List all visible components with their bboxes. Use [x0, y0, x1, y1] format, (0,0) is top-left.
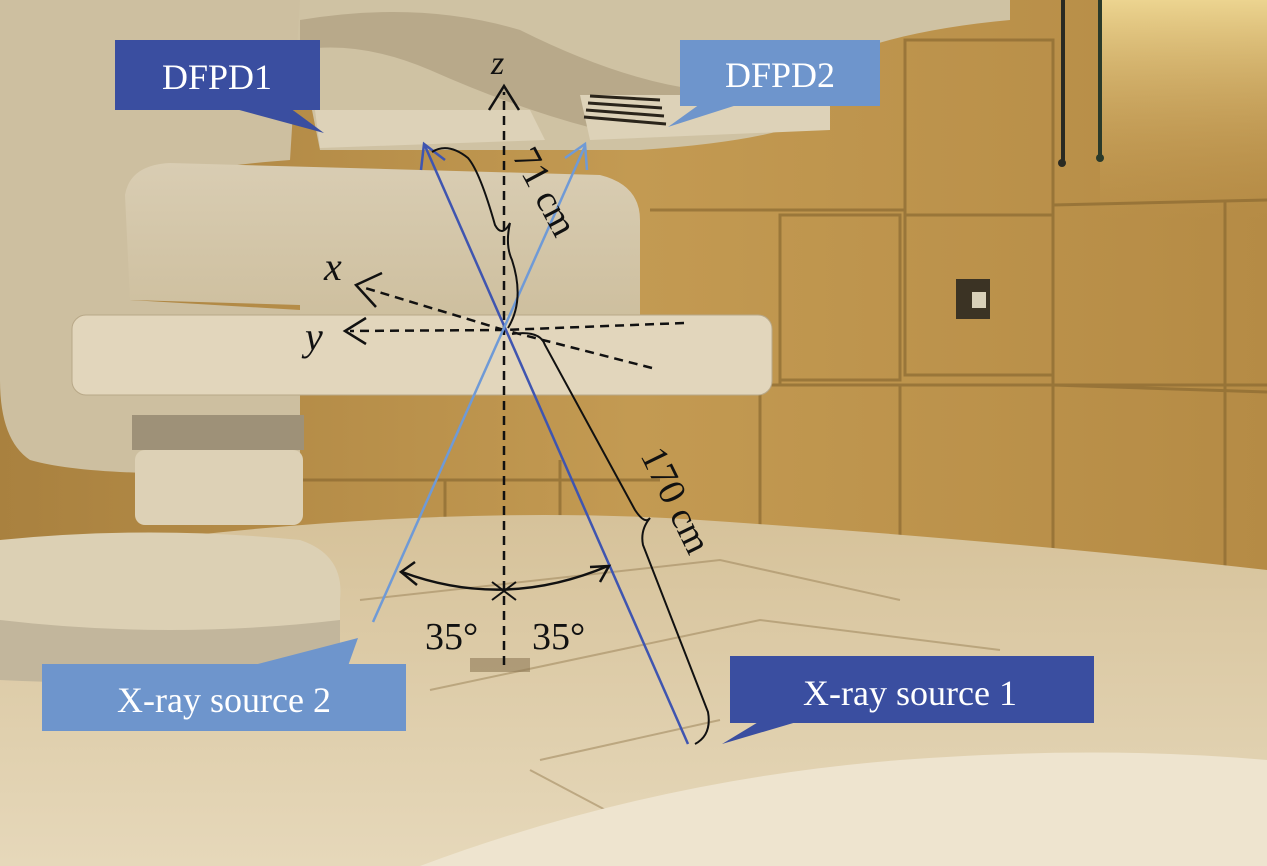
z-arrowhead-icon — [487, 83, 521, 111]
beam-1-arrowhead-icon — [419, 141, 446, 171]
dfpd1-panel — [315, 110, 545, 148]
callout-xray-source-1: X-ray source 1 — [722, 656, 1094, 744]
dfpd1-label: DFPD1 — [162, 57, 272, 97]
angle-arrow-left-icon — [398, 560, 418, 586]
beam-1-line — [423, 145, 690, 745]
xray-source-1-label: X-ray source 1 — [803, 673, 1017, 713]
beam-lines — [371, 141, 690, 745]
callout-dfpd2: DFPD2 — [668, 40, 880, 127]
dfpd2-label: DFPD2 — [725, 55, 835, 95]
angle-arrow-right-icon — [589, 564, 612, 583]
vent-grille — [583, 94, 667, 126]
angle-right-label: 35° — [532, 616, 585, 658]
beam-2-line — [371, 145, 587, 623]
callout-dfpd1: DFPD1 — [115, 40, 324, 133]
angle-vertex-mark — [491, 581, 517, 601]
y-axis-line — [349, 328, 505, 333]
x-axis-label: x — [323, 244, 342, 289]
x-axis-line — [361, 285, 505, 332]
x-arrowhead-icon — [353, 271, 383, 308]
x-axis-extension — [503, 328, 653, 370]
axis-arrowheads — [342, 83, 521, 346]
treatment-couch — [72, 315, 772, 395]
brace-170cm — [511, 332, 710, 745]
brace-71cm — [431, 147, 519, 329]
beam-2-arrowhead-icon — [564, 141, 589, 171]
callout-xray-source-2: X-ray source 2 — [42, 638, 406, 731]
y-axis-label: y — [301, 314, 323, 359]
y-arrowhead-icon — [342, 316, 367, 346]
couch-column — [135, 450, 303, 525]
couch-column-ring — [132, 415, 304, 450]
y-axis-extension — [503, 321, 685, 332]
coordinate-axes — [349, 92, 685, 665]
xray-source-2-label: X-ray source 2 — [117, 680, 331, 720]
angle-left-label: 35° — [425, 616, 478, 658]
machine-base — [420, 752, 1267, 866]
z-axis-label: z — [490, 45, 504, 82]
